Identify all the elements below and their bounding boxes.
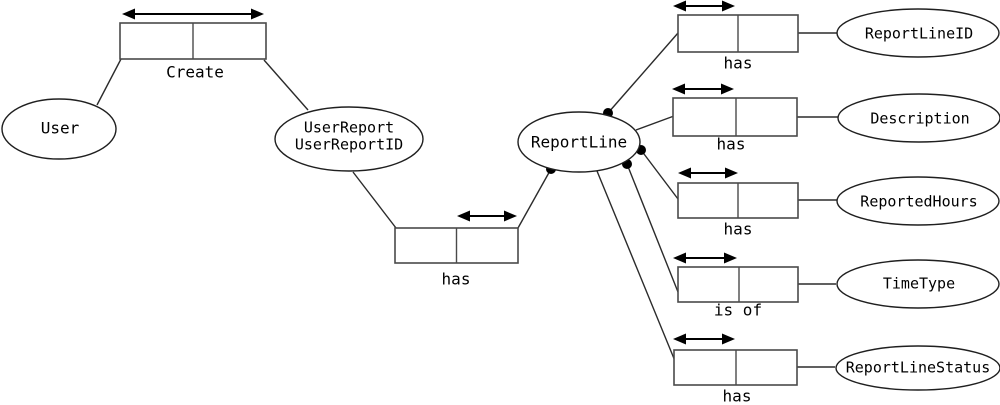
connector-create-to-userreport <box>263 59 309 111</box>
connector-has-to-reportline <box>517 168 552 229</box>
connector-reportline-to-has-description <box>635 115 675 131</box>
attribute-label-description: Description <box>870 110 969 128</box>
relationship-userreport-has: has <box>394 210 519 289</box>
entity-ellipse-reportline <box>517 111 641 173</box>
relationship-label-userreport-has: has <box>442 270 471 289</box>
arrow-head-right-reportlinestatus-has <box>722 333 735 345</box>
arrow-head-left-reportedhours-has <box>678 167 691 179</box>
connector-reportline-to-has-reportedhours <box>640 149 679 200</box>
attribute-ellipse-reportlinestatus <box>835 345 1000 391</box>
relationship-reportedhours-has: has <box>677 167 799 239</box>
entity-label-userreport-line2: UserReportID <box>295 136 403 154</box>
entity-label-userreport-line1: UserReport <box>304 119 394 137</box>
connector-reportline-to-has-reportlineid <box>607 32 679 114</box>
relationship-box-timetype-isof <box>677 266 799 303</box>
attribute-reportlineid: ReportLineID <box>836 8 1000 58</box>
arrow-head-right-userreport-has <box>504 210 517 222</box>
arrow-head-right-reportedhours-has <box>725 167 738 179</box>
connector-user-to-create <box>96 58 122 106</box>
arrow-head-left-description-has <box>672 83 685 95</box>
attribute-description: Description <box>837 93 1000 143</box>
arrow-head-left-userreport-has <box>457 210 470 222</box>
attribute-timetype: TimeType <box>836 259 1000 309</box>
relationship-label-description-has: has <box>717 135 746 154</box>
relationship-reportlinestatus-has: has <box>673 333 798 405</box>
entity-ellipse-userreport <box>274 106 424 172</box>
attribute-ellipse-timetype <box>836 259 1000 309</box>
relationship-description-has: has <box>672 83 798 154</box>
arrow-head-right-timetype-isof <box>724 252 737 264</box>
relationship-timetype-isof: is of <box>673 252 799 320</box>
relationship-create: Create <box>119 8 267 82</box>
relationship-label-reportedhours-has: has <box>724 220 753 239</box>
arrow-head-right-description-has <box>721 83 734 95</box>
arrow-head-left-reportlineid-has <box>673 0 686 12</box>
arrow-head-left-create <box>122 8 135 20</box>
entity-label-user: User <box>41 119 80 138</box>
relationship-box-description-has <box>672 97 798 137</box>
connector-reportline-to-isof-timetype <box>626 163 679 293</box>
arrow-head-right-reportlineid-has <box>722 0 735 12</box>
attribute-ellipse-reportlineid <box>836 8 1000 58</box>
arrow-head-left-timetype-isof <box>673 252 686 264</box>
attribute-ellipse-description <box>837 93 1000 143</box>
relationship-reportlineid-has: has <box>673 0 799 73</box>
attribute-label-reportedhours: ReportedHours <box>860 193 977 211</box>
attribute-reportedhours: ReportedHours <box>836 176 1000 226</box>
relationship-label-reportlinestatus-has: has <box>723 387 752 405</box>
relationship-label-reportlineid-has: has <box>724 54 753 73</box>
entity-userreport: UserReport UserReportID <box>274 106 424 172</box>
attribute-ellipse-reportedhours <box>836 176 1000 226</box>
entity-reportline: ReportLine <box>517 111 641 173</box>
entity-ellipse-user <box>1 98 117 160</box>
connector-userreport-to-has <box>352 171 397 229</box>
arrow-head-left-reportlinestatus-has <box>673 333 686 345</box>
attribute-label-reportlinestatus: ReportLineStatus <box>846 359 991 377</box>
attribute-label-timetype: TimeType <box>883 275 955 293</box>
attribute-label-reportlineid: ReportLineID <box>865 25 973 43</box>
relationship-label-create: Create <box>166 63 224 82</box>
connector-reportline-to-has-reportlinestatus <box>596 170 676 362</box>
arrow-head-right-create <box>251 8 264 20</box>
relationship-label-timetype-isof: is of <box>714 301 762 320</box>
entity-user: User <box>1 98 117 160</box>
entity-label-reportline: ReportLine <box>531 133 627 152</box>
attribute-reportlinestatus: ReportLineStatus <box>835 345 1000 391</box>
